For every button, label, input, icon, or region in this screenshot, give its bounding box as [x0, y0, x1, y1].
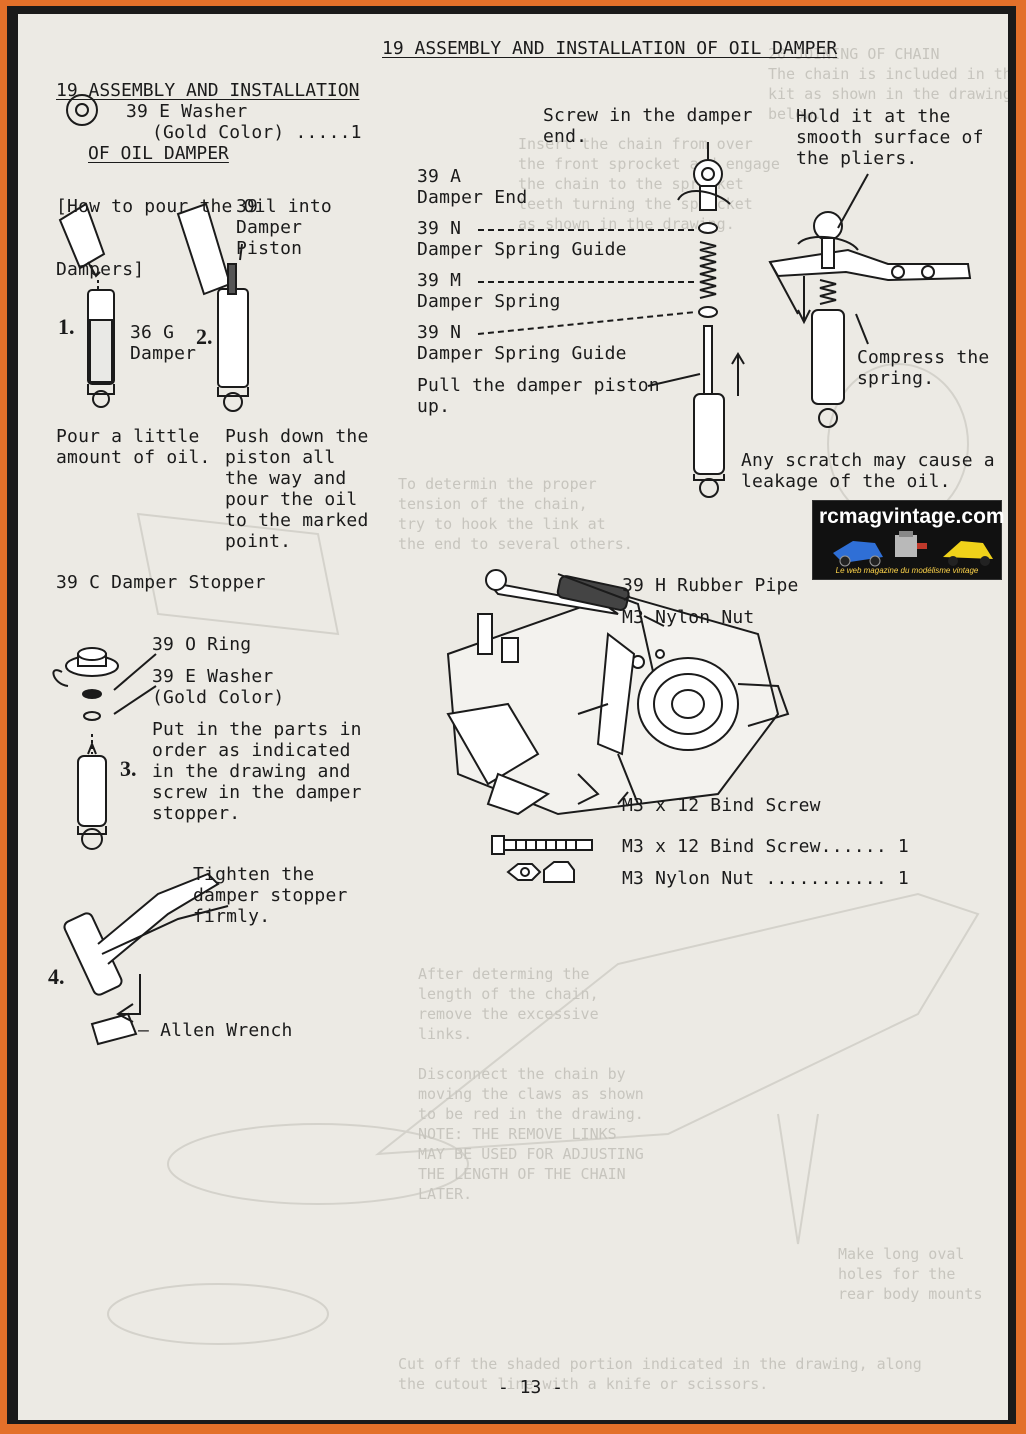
nylon-nut-label: M3 Nylon Nut — [622, 607, 755, 628]
nylon-nut-qty: M3 Nylon Nut ........... 1 — [622, 868, 909, 889]
tighten-instruction: Tighten the damper stopper firmly. — [193, 864, 348, 927]
bind-screw-qty: M3 x 12 Bind Screw...... 1 — [622, 836, 909, 857]
chassis-drawing — [446, 569, 790, 816]
screw-in-instruction: Screw in the damper end. — [543, 105, 753, 147]
washer2-label: 39 E Washer(Gold Color) — [152, 666, 285, 708]
manual-page: Insert the chain from over the front spr… — [18, 14, 1008, 1420]
site-watermark-title: rcmagvintage.com — [819, 505, 1005, 528]
ghost-text-1: Insert the chain from over the front spr… — [518, 135, 780, 233]
bind-screw-label: M3 x 12 Bind Screw — [622, 795, 821, 816]
right-illustrations — [446, 142, 972, 883]
ghost-text-6: Make long oval holes for the rear body m… — [838, 1245, 983, 1303]
site-watermark-tagline: Le web magazine du modélisme vintage — [835, 566, 979, 575]
rubber-pipe-label: 39 H Rubber Pipe — [622, 575, 799, 596]
allen-wrench-label: — Allen Wrench — [138, 1020, 293, 1041]
stopper-label: 39 C Damper Stopper — [56, 572, 266, 593]
hold-instruction: Hold it at the smooth surface of the pli… — [796, 106, 984, 169]
pour-instruction: Pour a little amount of oil. — [56, 426, 211, 468]
step-2-number: 2. — [196, 324, 213, 349]
ghost-text-3: To determin the proper tension of the ch… — [398, 475, 633, 553]
compress-instruction: Compress the spring. — [857, 347, 990, 389]
scratch-warning: Any scratch may cause a leakage of the o… — [741, 450, 995, 492]
put-instruction: Put in the parts in order as indicated i… — [152, 719, 362, 824]
watermark-vehicles-icon — [833, 531, 993, 567]
washer-icon — [66, 94, 98, 126]
bleed-through-art — [107, 363, 980, 1345]
step-4-number: 4. — [48, 964, 65, 989]
ghost-text-2: 20 JOINING OF CHAIN The chain is include… — [768, 45, 1008, 123]
nylon-nut-icon — [543, 861, 575, 883]
washer-qty: (Gold Color) .....1 — [152, 122, 362, 143]
pull-instruction: Pull the damper piston up. — [417, 375, 660, 417]
damper-end-icon — [693, 159, 723, 189]
step-3-number: 3. — [120, 756, 137, 781]
left-illustrations — [52, 94, 249, 1046]
page-number: - 13 - — [498, 1377, 564, 1398]
nut-icon — [506, 863, 542, 881]
ghost-text-4: After determing the length of the chain,… — [418, 965, 644, 1203]
site-watermark-logo: rcmagvintage.com Le web magazine du modé… — [812, 500, 1005, 580]
oil-heading: [How to pour the Oil into Dampers] — [56, 196, 332, 280]
step-1-number: 1. — [58, 314, 75, 339]
right-heading: 19 ASSEMBLY AND INSTALLATION OF OIL DAMP… — [382, 38, 838, 59]
ghost-text-5: Cut off the shaded portion indicated in … — [398, 1355, 922, 1393]
left-heading: 19 ASSEMBLY AND INSTALLATION OF OIL DAMP… — [56, 80, 360, 164]
oring-label: 39 O Ring — [152, 634, 252, 655]
push-instruction: Push down the piston all the way and pou… — [225, 426, 369, 552]
washer-part-label: 39 E Washer — [126, 101, 248, 122]
